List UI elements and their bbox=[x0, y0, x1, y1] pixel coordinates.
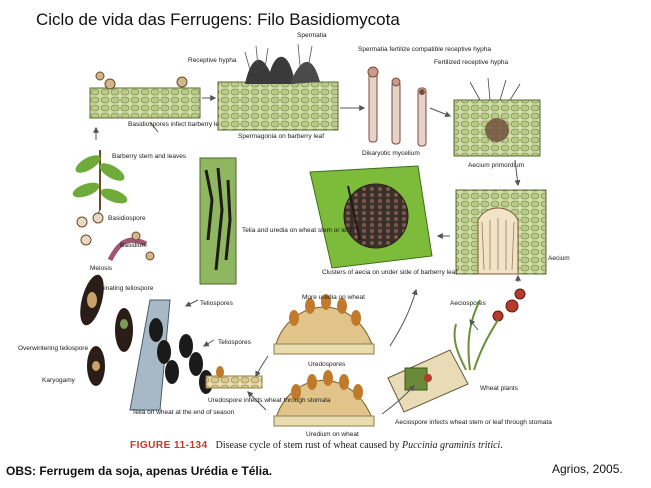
label-teliospores-2: Teliospores bbox=[218, 339, 252, 346]
label-meiosis: Meiosis bbox=[90, 265, 113, 272]
label-aeciospores: Aeciospores bbox=[450, 300, 487, 307]
figure-caption: FIGURE 11-134 Disease cycle of stem rust … bbox=[130, 440, 503, 451]
wheat-plants bbox=[454, 300, 498, 370]
aeciospore-infection-section bbox=[388, 350, 468, 412]
label-spermagonia: Spermagonia on barberry leaf bbox=[238, 133, 324, 140]
label-karyogamy: Karyogamy bbox=[42, 377, 76, 384]
label-fertilized-hypha: Fertilized receptive hypha bbox=[434, 59, 508, 66]
label-teliospores-1: Teliospores bbox=[200, 300, 234, 307]
label-spermatia-fertilize: Spermatia fertilize compatible receptive… bbox=[358, 46, 491, 53]
observation-note: OBS: Ferrugem da soja, apenas Urédia e T… bbox=[6, 464, 272, 478]
caption-end: . bbox=[500, 440, 503, 451]
label-wheat-plants: Wheat plants bbox=[480, 385, 519, 392]
label-aeciospore-infects: Aeciospore infects wheat stem or leaf th… bbox=[395, 419, 552, 426]
label-basidium: Basidium bbox=[120, 242, 147, 249]
label-uredium: Uredium on wheat bbox=[306, 431, 359, 438]
figure-number: FIGURE 11-134 bbox=[130, 440, 208, 451]
label-receptive-hypha: Receptive hypha bbox=[188, 57, 237, 64]
reference: Agrios, 2005. bbox=[552, 462, 623, 476]
uredospore-infection bbox=[206, 366, 262, 388]
label-aecium: Aecium bbox=[548, 255, 570, 262]
barberry-leaf-infection bbox=[90, 72, 200, 118]
label-barberry-stem: Barberry stem and leaves bbox=[112, 153, 187, 160]
label-urediospores: Uredospores bbox=[308, 361, 346, 368]
aecia-cluster-leaf bbox=[310, 166, 432, 268]
label-uredospore-infects: Uredospore infects wheat through stomata bbox=[208, 397, 331, 404]
aeciospores bbox=[493, 289, 525, 321]
more-uredia bbox=[274, 294, 374, 354]
label-telia-uredia: Telia and uredia on wheat stem or leaf bbox=[242, 227, 352, 234]
aecium-section bbox=[456, 190, 546, 274]
telia-uredia-wheat-stem bbox=[200, 158, 236, 284]
label-spermatia: Spermatia bbox=[297, 32, 327, 39]
aecium-primordium-section bbox=[454, 78, 540, 156]
label-overwintering: Overwintering teliospore bbox=[18, 345, 88, 352]
caption-text: Disease cycle of stem rust of wheat caus… bbox=[216, 440, 400, 451]
label-basidiospore: Basidiospore bbox=[108, 215, 146, 222]
telia-fan bbox=[130, 300, 213, 410]
label-telia-end: Telia on wheat at the end of season bbox=[132, 409, 235, 416]
label-clusters-aecia: Clusters of aecia on under side of barbe… bbox=[322, 269, 457, 276]
label-dikaryotic: Dikaryotic mycelium bbox=[362, 150, 420, 157]
fertilization-hyphae bbox=[368, 67, 426, 146]
label-more-uredia: More uredia on wheat bbox=[302, 294, 365, 301]
caption-species: Puccinia graminis tritici bbox=[402, 440, 500, 451]
